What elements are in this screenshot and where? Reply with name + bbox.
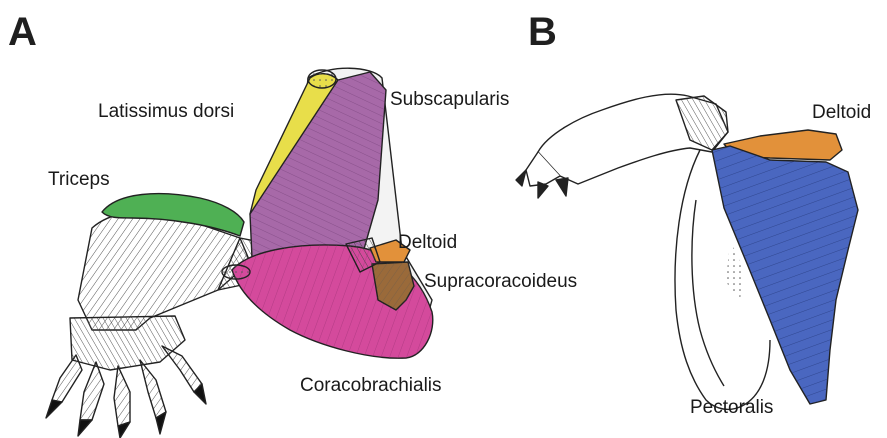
- finger-3: [114, 366, 130, 426]
- humeral-head: [222, 265, 250, 279]
- hand-shape: [70, 316, 185, 370]
- label-deltoid-b: Deltoid: [812, 103, 871, 122]
- label-coracobrachialis: Coracobrachialis: [300, 376, 442, 395]
- finger-1: [52, 355, 82, 402]
- label-triceps: Triceps: [48, 170, 110, 189]
- digit-3: [556, 178, 568, 196]
- finger-5: [162, 346, 202, 392]
- digit-1: [516, 170, 526, 186]
- label-supracoracoideus: Supracoracoideus: [424, 272, 577, 291]
- label-subscapularis: Subscapularis: [390, 90, 509, 109]
- label-latissimus-dorsi: Latissimus dorsi: [98, 102, 234, 121]
- label-pectoralis: Pectoralis: [690, 398, 773, 417]
- panel-a-letter: A: [8, 12, 37, 52]
- finger-4: [140, 360, 166, 418]
- panel-b-drawing: [516, 94, 858, 409]
- scapula-head: [308, 70, 336, 88]
- claw-1: [46, 400, 62, 418]
- label-deltoid-a: Deltoid: [398, 233, 457, 252]
- claw-2: [78, 420, 92, 436]
- finger-2: [80, 362, 104, 420]
- panel-b-letter: B: [528, 12, 557, 52]
